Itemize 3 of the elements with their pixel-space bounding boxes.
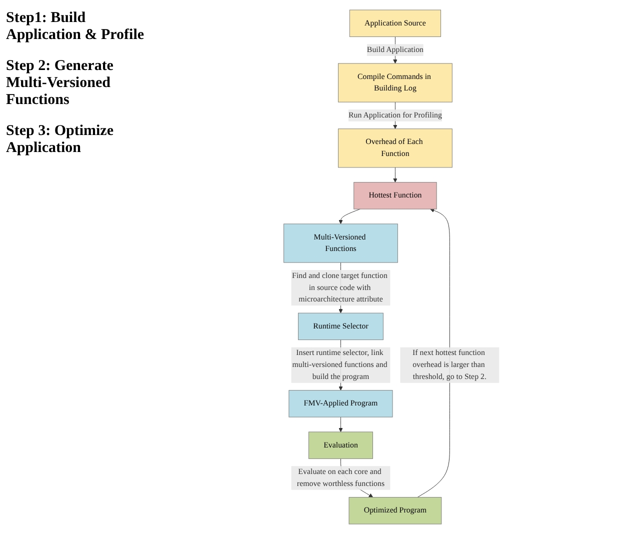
- step-heading: Step 2: Generate Multi-Versioned Functions: [6, 58, 114, 109]
- step-heading: Step 3: Optimize Application: [6, 123, 114, 157]
- step-heading: Step1: Build Application & Profile: [6, 10, 146, 44]
